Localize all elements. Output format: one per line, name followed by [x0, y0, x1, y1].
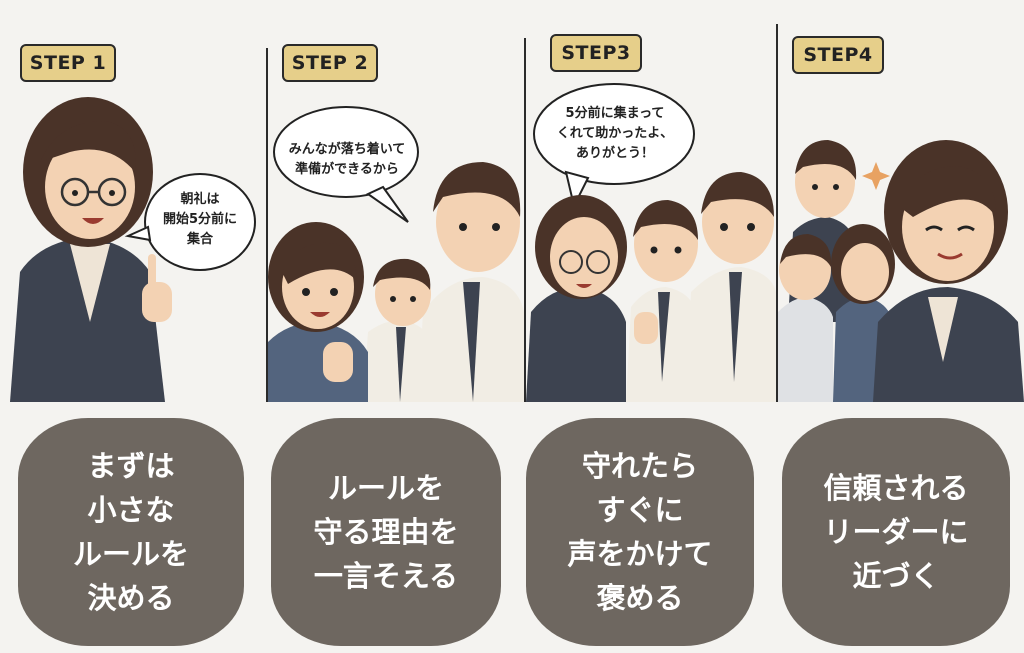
step4-caption: 信頼される リーダーに 近づく: [782, 418, 1010, 646]
step3-caption: 守れたら すぐに 声をかけて 褒める: [526, 418, 754, 646]
panel-divider: [266, 48, 268, 402]
woman-pointing-illustration: [10, 97, 256, 402]
step2-caption: ルールを 守る理由を 一言そえる: [271, 418, 501, 646]
sparkle-icon: [862, 162, 890, 190]
panel-divider: [524, 38, 526, 402]
comic-panel-step1: STEP 1 朝礼は 開始5分前に 集合: [0, 22, 266, 402]
speech-bubble-text: みんなが落ち着いて 準備ができるから: [288, 142, 406, 177]
trusted-leader-illustration: [778, 140, 1024, 402]
comic-panel-step3: STEP3 5分前に集まって くれて助かったよ、 ありがとう！: [526, 22, 776, 402]
speech-bubble-text: 5分前に集まって くれて助かったよ、 ありがとう！: [556, 106, 674, 161]
step1-caption: まずは 小さな ルールを 決める: [18, 418, 244, 646]
step-badge: STEP3: [550, 34, 642, 72]
praising-team-illustration: [526, 83, 776, 402]
step-badge: STEP 1: [20, 44, 116, 82]
step-badge: STEP 2: [282, 44, 378, 82]
team-explaining-illustration: [268, 106, 524, 402]
speech-bubble-text: 朝礼は 開始5分前に 集合: [162, 192, 238, 247]
comic-panel-step2: STEP 2 みんなが落ち着いて 準備ができるから: [268, 22, 524, 402]
comic-panel-step4: STEP4: [778, 22, 1024, 402]
step-badge: STEP4: [792, 36, 884, 74]
panel-divider: [776, 24, 778, 402]
